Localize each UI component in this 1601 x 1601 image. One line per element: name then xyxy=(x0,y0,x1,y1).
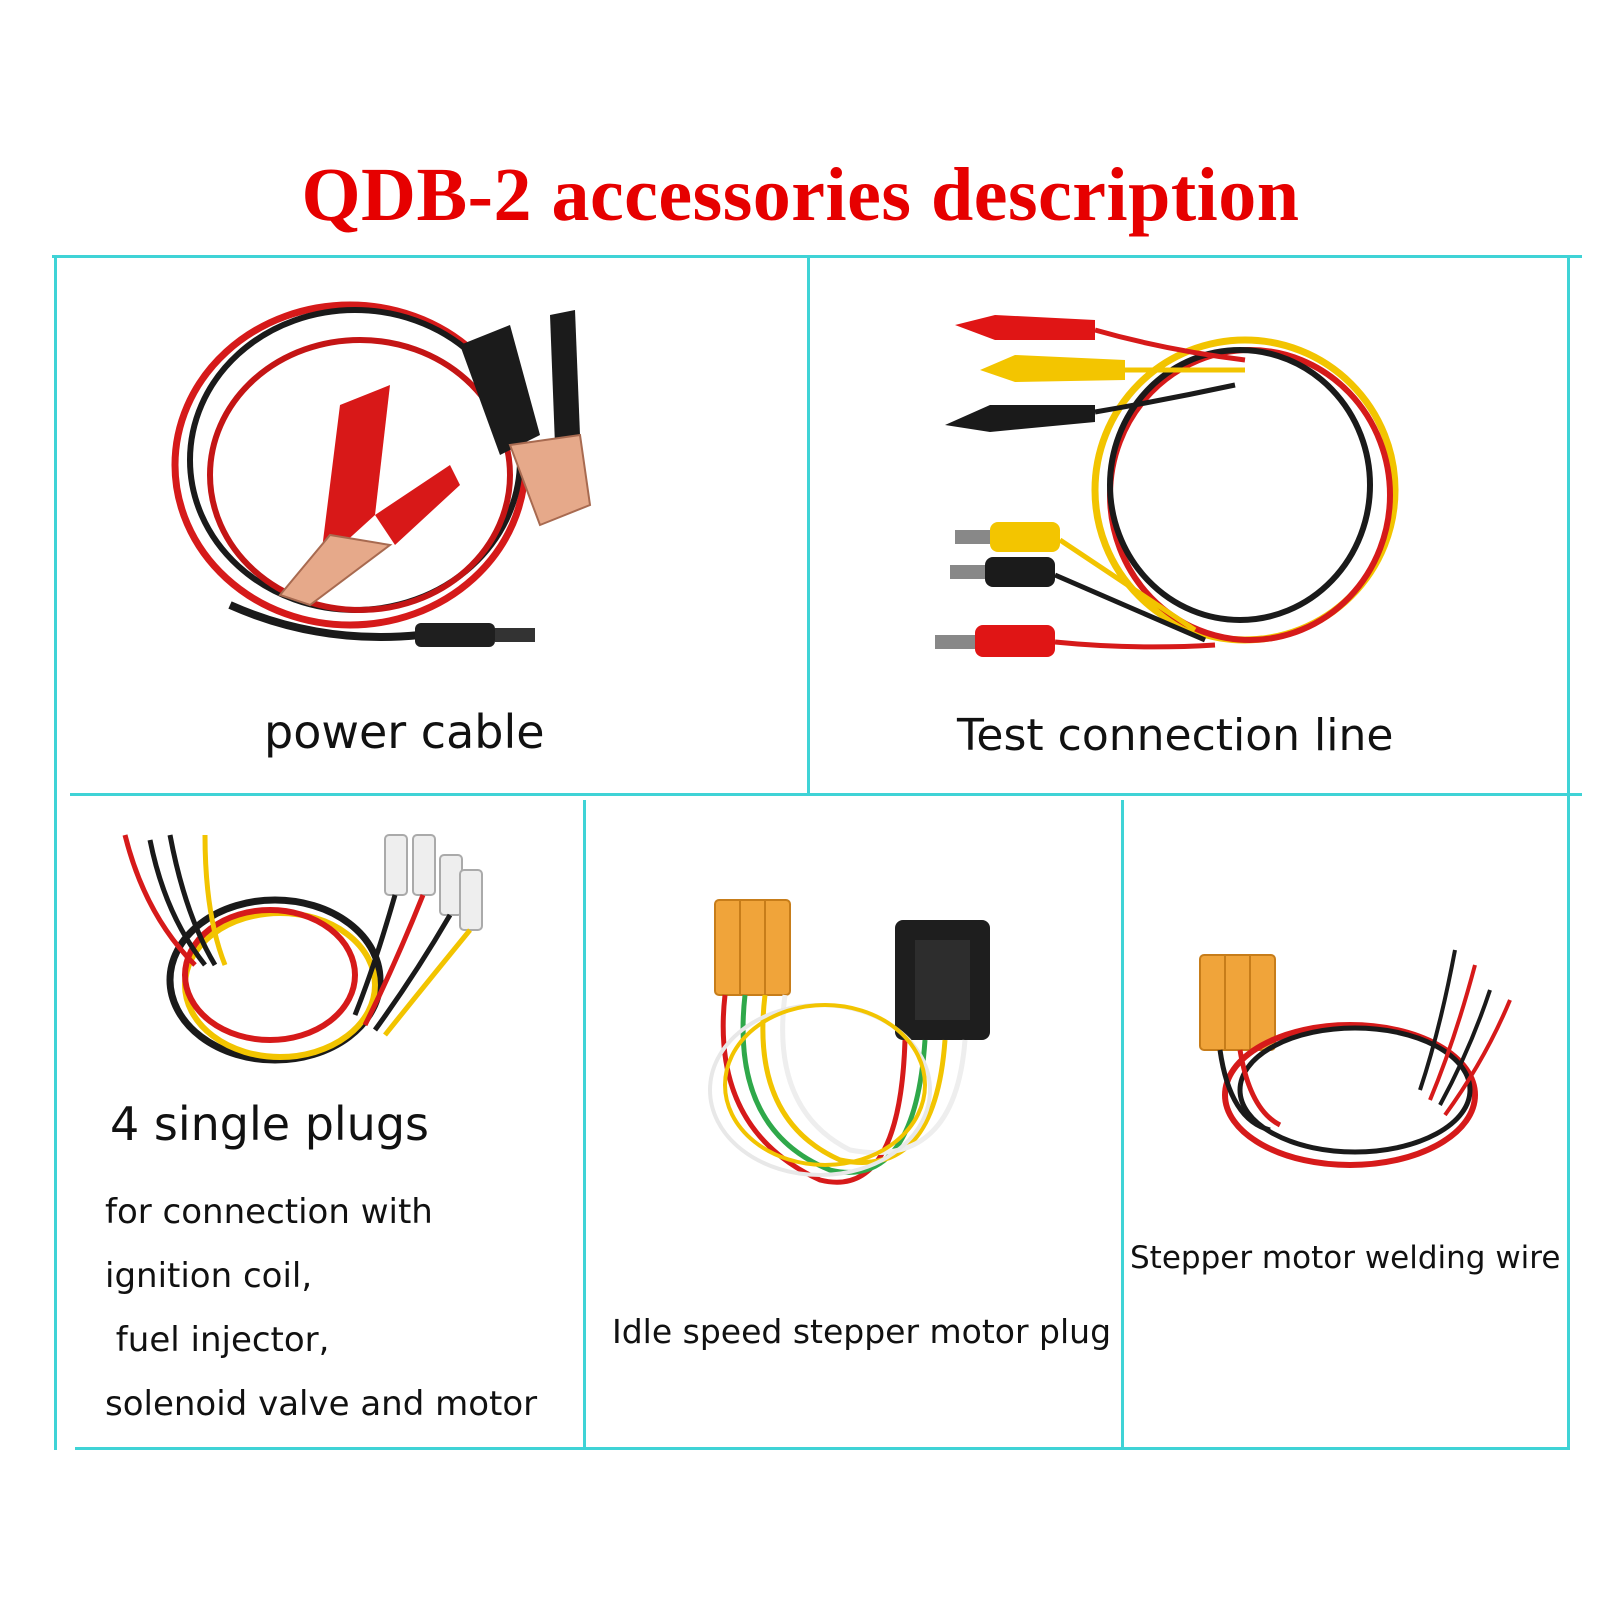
grid-line-bottom-divider-1 xyxy=(583,800,586,1448)
single-plugs-image xyxy=(122,834,483,1064)
grid-line-bottom-divider-2 xyxy=(1121,800,1124,1448)
page-title: QDB-2 accessories description xyxy=(301,153,1300,237)
power-cable-label: power cable xyxy=(264,705,545,759)
single-plugs-desc-2: ignition coil, xyxy=(105,1256,313,1296)
power-cable-image xyxy=(171,301,592,647)
grid-line-left xyxy=(54,255,57,1450)
grid-line-right xyxy=(1567,255,1570,1450)
grid-line-middle xyxy=(70,793,1582,796)
test-connection-line-label: Test connection line xyxy=(957,710,1394,761)
test-connection-line-image xyxy=(935,315,1399,657)
welding-wire-label: Stepper motor welding wire xyxy=(1130,1240,1561,1276)
welding-wire-image xyxy=(1199,949,1512,1168)
single-plugs-label: 4 single plugs xyxy=(110,1097,429,1151)
grid-line-bottom xyxy=(75,1447,1570,1450)
idle-speed-plug-image xyxy=(708,899,990,1185)
single-plugs-desc-3: fuel injector, xyxy=(105,1320,330,1360)
single-plugs-desc-1: for connection with xyxy=(105,1192,433,1232)
grid-line-top-divider xyxy=(807,255,810,795)
single-plugs-desc-4: solenoid valve and motor xyxy=(105,1384,538,1424)
grid-line-top xyxy=(52,255,1582,258)
idle-speed-plug-label: Idle speed stepper motor plug xyxy=(612,1312,1112,1351)
